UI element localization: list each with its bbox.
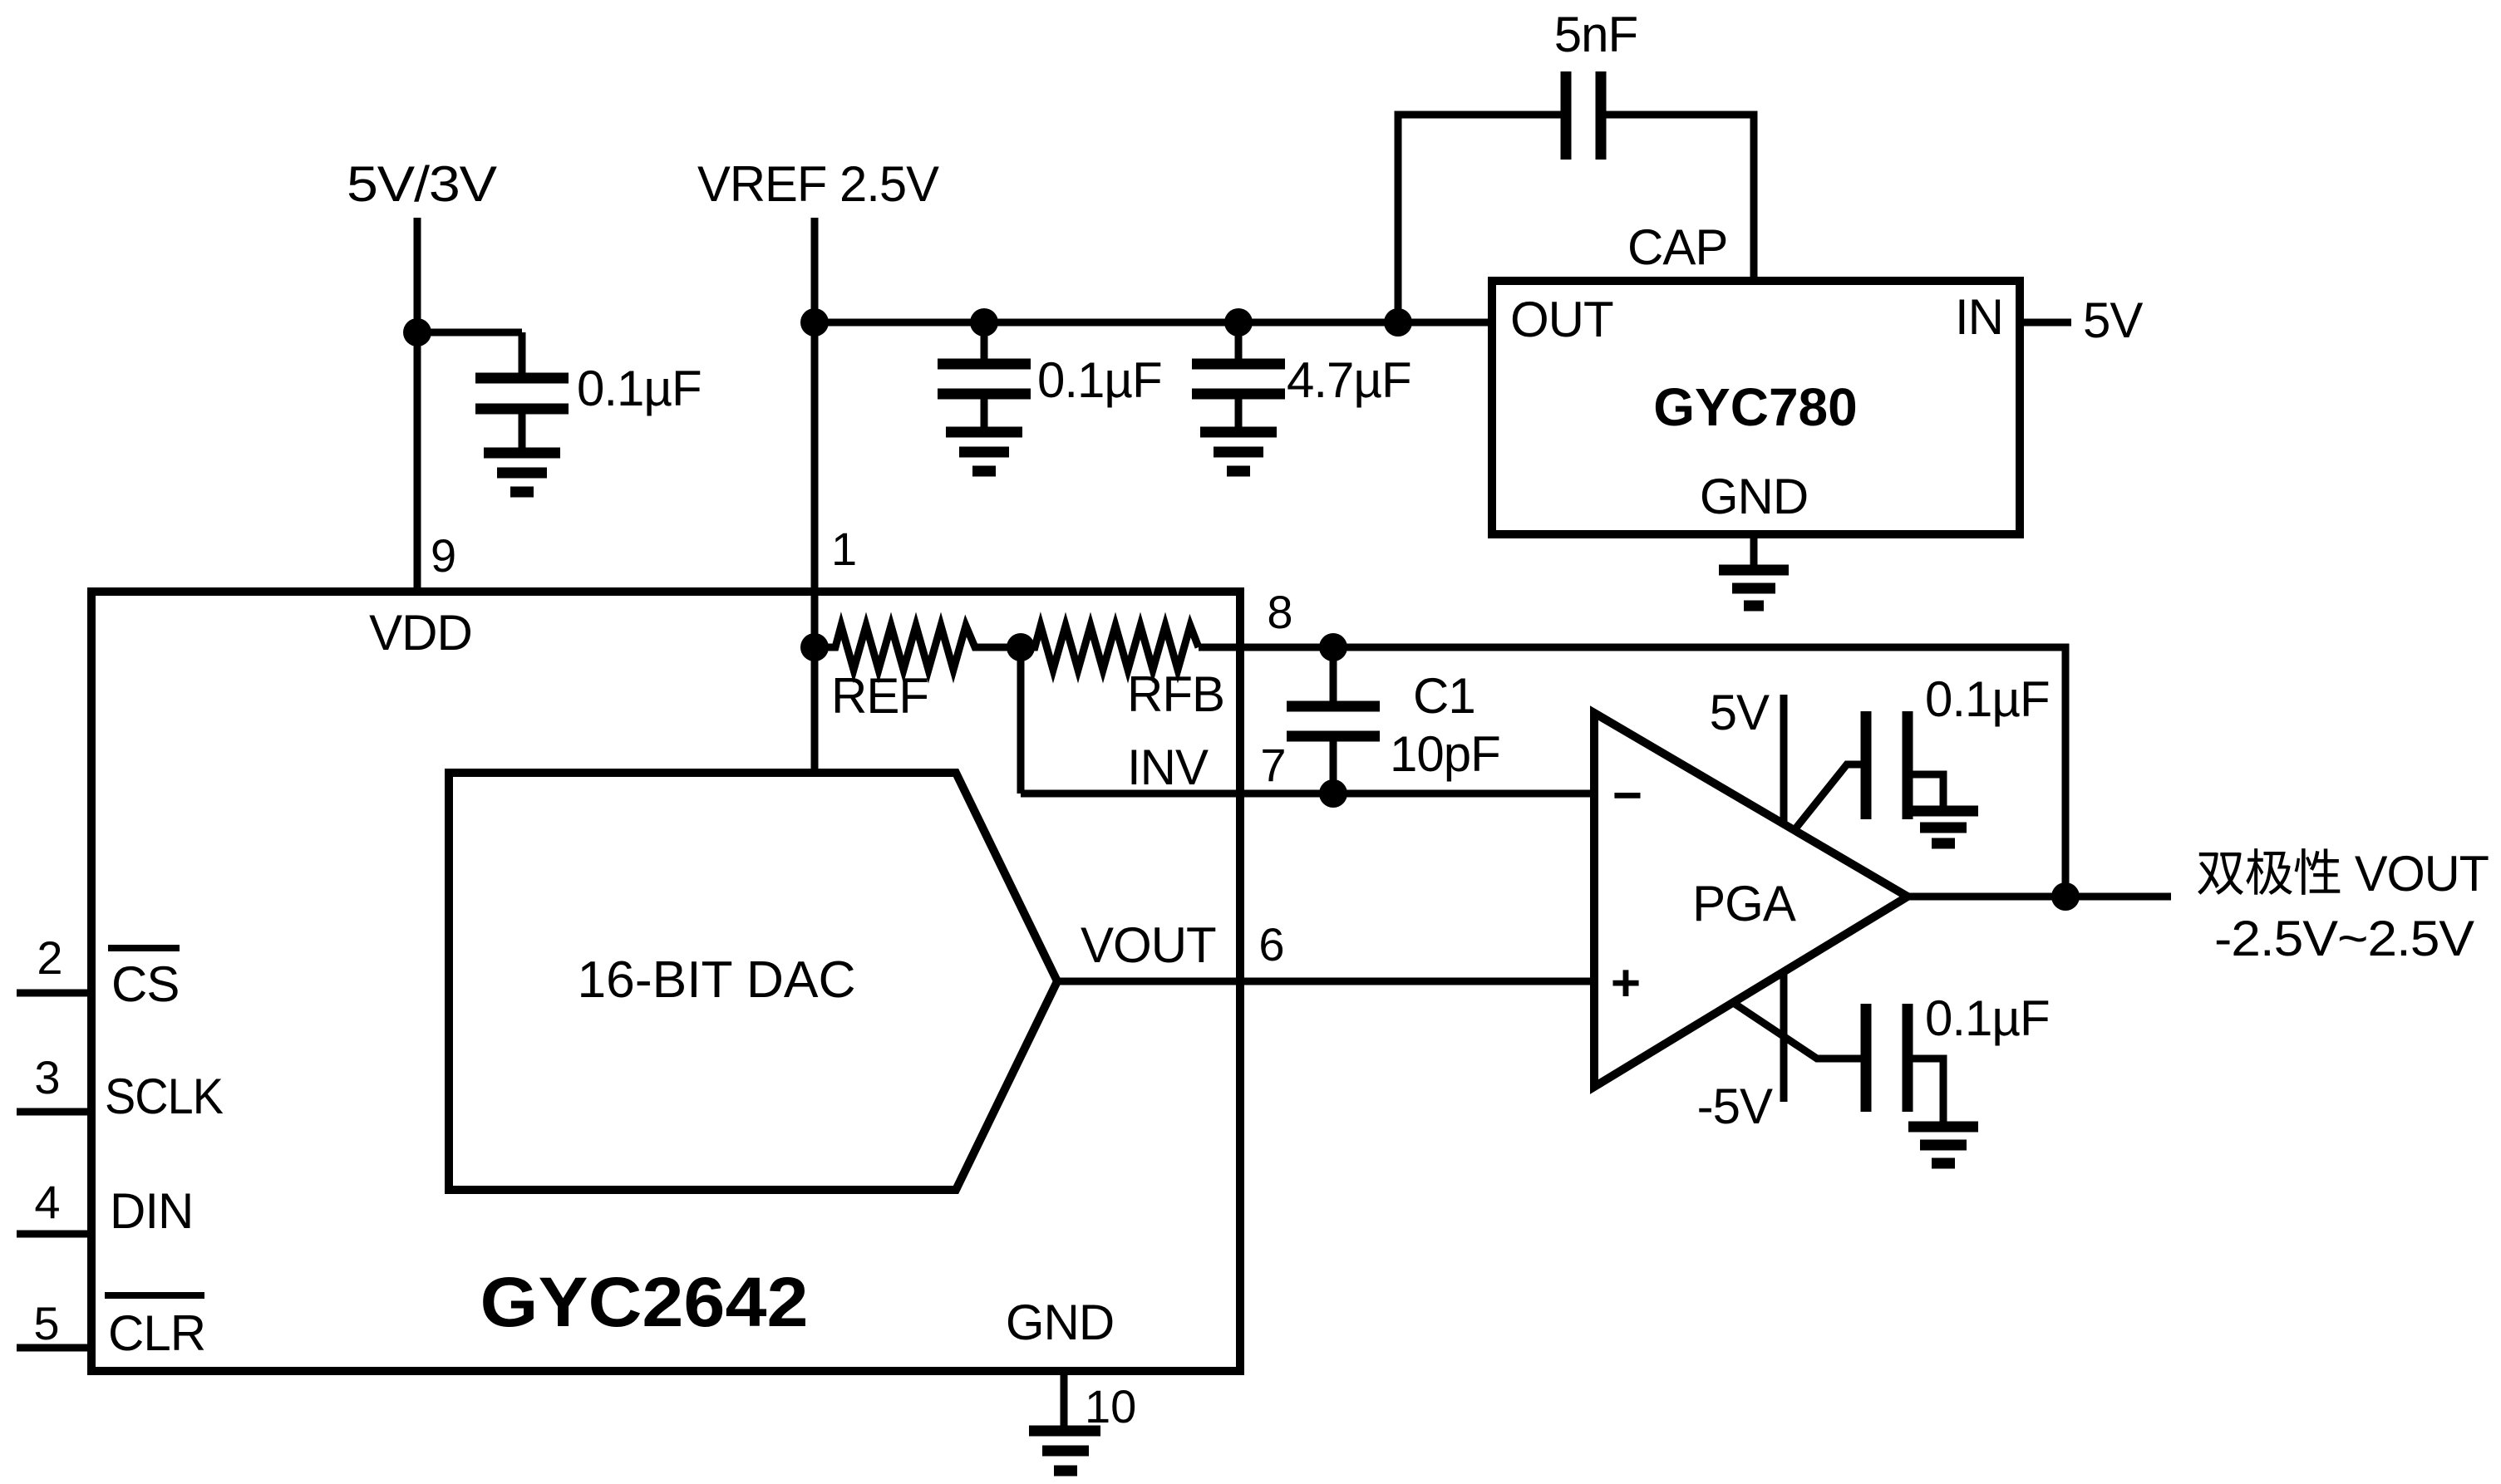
pga-neg-supply-label: -5V — [1697, 1079, 1773, 1134]
regulator: CAP OUT IN 5V GYC780 GND — [1488, 219, 2144, 612]
ground-bars — [1719, 564, 1789, 612]
junction-dot — [1319, 633, 1347, 661]
reg-cap-loop: 5nF — [1394, 7, 1758, 322]
regulator-pin-in: IN — [1955, 289, 2003, 345]
capacitor-icon — [938, 358, 1031, 400]
capacitor-plates — [1860, 1004, 1913, 1112]
ground-icon — [1908, 805, 1978, 849]
ground-bars — [484, 447, 560, 498]
ground-icon — [1200, 426, 1277, 477]
capacitor-plates — [475, 372, 569, 415]
pin-sclk-label: SCLK — [105, 1069, 224, 1124]
reg-cap-loop-wire — [1394, 111, 1758, 322]
pga-neg-cap-connector — [1730, 999, 1866, 1063]
junction-dot — [800, 633, 829, 661]
ground-bars — [1200, 426, 1277, 477]
junction-dot — [800, 308, 829, 337]
junction-dot — [403, 318, 431, 346]
vref-cap1-value: 0.1µF — [1037, 352, 1162, 408]
dac-core-shape — [445, 769, 1062, 1194]
pin-vout-label: VOUT — [1081, 917, 1216, 973]
vref-cap2-value: 4.7µF — [1287, 352, 1411, 408]
pga-pos-cap-connector — [1790, 760, 1866, 833]
pin7-number: 7 — [1260, 739, 1286, 791]
regulator-pin-gnd: GND — [1700, 469, 1808, 524]
dac-name: GYC2642 — [480, 1263, 809, 1341]
ground-icon — [1029, 1425, 1100, 1477]
pin4-number: 4 — [34, 1176, 60, 1228]
resistor-ref-icon — [815, 612, 1021, 684]
plus-icon: + — [1611, 955, 1641, 1012]
ground-bars — [1029, 1425, 1100, 1477]
pin1-number: 1 — [831, 523, 857, 575]
pin9-number: 9 — [431, 529, 456, 582]
junction-dot — [1007, 633, 1035, 661]
regulator-name: GYC780 — [1653, 377, 1857, 437]
junction-dot — [2051, 882, 2080, 911]
vdd-supply-net: 5V/3V 0.1µF — [347, 156, 702, 592]
capacitor-plates — [938, 358, 1031, 400]
capacitor-plates — [1192, 358, 1285, 400]
output-label-line2: -2.5V~2.5V — [2214, 911, 2474, 966]
pin-inv-label: INV — [1127, 740, 1209, 795]
pga-pos-cap-value: 0.1µF — [1925, 671, 2050, 727]
ground-icon — [1908, 1121, 1978, 1169]
pin-vdd-label: VDD — [369, 605, 472, 661]
ground-bars — [946, 426, 1022, 477]
pin-clr-label: CLR — [108, 1305, 205, 1361]
pin-din-label: DIN — [110, 1183, 193, 1239]
pin-cs-label: CS — [111, 956, 179, 1012]
capacitor-icon — [1860, 711, 1913, 819]
capacitor-icon — [1287, 700, 1380, 742]
vref-net: VREF 2.5V 0.1µF 4.7µF — [697, 156, 1492, 773]
dac-chip: 9 1 8 7 6 2 3 4 5 10 VDD REF RFB INV VOU… — [17, 523, 2070, 1477]
rfb-feedback-wire — [1199, 643, 2070, 897]
capacitor-plates — [1560, 71, 1607, 160]
pin3-number: 3 — [34, 1051, 60, 1103]
ground-icon — [1719, 564, 1789, 612]
pga-pos-cap-gnd-wire — [1908, 770, 1947, 811]
c1-value: 10pF — [1390, 726, 1500, 782]
resistor-rfb-icon — [1021, 612, 1203, 684]
junction-dot — [970, 308, 998, 337]
junction-dot — [1319, 779, 1347, 808]
capacitor-icon — [1860, 1004, 1913, 1112]
capacitor-icon — [475, 372, 569, 415]
c1-name: C1 — [1413, 668, 1475, 724]
dac-core-label: 16-BIT DAC — [578, 951, 856, 1009]
pga-neg-cap-value: 0.1µF — [1925, 990, 2050, 1046]
capacitor-icon — [1192, 358, 1285, 400]
capacitor-plates — [1860, 711, 1913, 819]
pga-pos-supply-label: 5V — [1710, 685, 1770, 740]
supply-label: 5V/3V — [347, 156, 497, 212]
junction-dot — [1224, 308, 1253, 337]
pin10-number: 10 — [1085, 1380, 1136, 1432]
pin8-number: 8 — [1267, 586, 1292, 638]
output-label-line1: 双极性 VOUT — [2196, 846, 2489, 902]
reg-cap-value: 5nF — [1554, 7, 1637, 62]
ground-icon — [484, 447, 560, 498]
pga-amplifier: − + PGA 5V 0.1µF -5V 0.1µF — [1590, 671, 2051, 1169]
capacitor-icon — [1560, 71, 1607, 160]
pga-name: PGA — [1692, 876, 1796, 931]
capacitor-plates — [1287, 700, 1380, 742]
vref-label: VREF 2.5V — [697, 156, 939, 212]
pga-neg-cap-gnd-wire — [1908, 1054, 1947, 1127]
ground-bars — [1908, 805, 1978, 849]
regulator-in-voltage: 5V — [2083, 292, 2143, 348]
regulator-pin-cap: CAP — [1627, 219, 1727, 275]
pga-triangle — [1590, 705, 1916, 1094]
output-net: 双极性 VOUT -2.5V~2.5V — [1908, 846, 2489, 966]
pin5-number: 5 — [33, 1297, 59, 1349]
pin-gnd-label: GND — [1006, 1295, 1114, 1350]
ground-icon — [946, 426, 1022, 477]
vdd-cap-branch-wire — [417, 328, 526, 378]
ground-bars — [1908, 1121, 1978, 1169]
minus-icon: − — [1612, 767, 1642, 824]
regulator-pin-out: OUT — [1510, 292, 1613, 347]
pin2-number: 2 — [37, 931, 62, 984]
pin6-number: 6 — [1258, 918, 1284, 970]
vdd-cap-value: 0.1µF — [577, 361, 702, 416]
comp-cap: C1 10pF — [1287, 633, 1501, 808]
